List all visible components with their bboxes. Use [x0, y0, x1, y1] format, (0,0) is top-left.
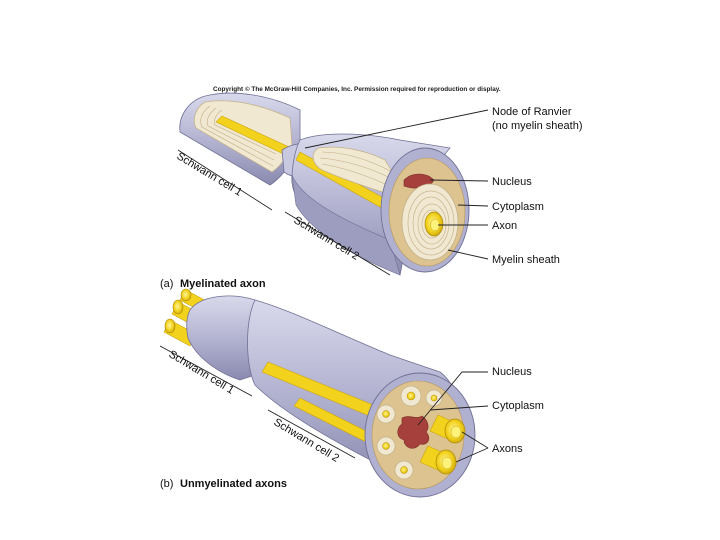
label-myelin-sheath: Myelin sheath	[492, 254, 560, 266]
label-axons-b: Axons	[492, 443, 523, 455]
label-cytoplasm-b: Cytoplasm	[492, 400, 544, 412]
caption-title-b: Unmyelinated axons	[180, 478, 287, 490]
label-nucleus-b: Nucleus	[492, 366, 532, 378]
caption-title-a: Myelinated axon	[180, 278, 266, 290]
caption-letter-a: (a)	[160, 278, 173, 290]
cytoplasm-leader-b	[429, 405, 489, 411]
schwann-cell-2-lower	[291, 174, 401, 276]
label-node-of-ranvier: Node of Ranvier	[492, 106, 572, 118]
schwann-cell-1-span-line-b	[159, 345, 253, 397]
schwann-cell-2-span-line-b	[267, 409, 356, 459]
unmyelinated-axons-illustration: Schwann cell 1 Schwann cell 2 Nucleus Cy…	[159, 288, 544, 498]
nucleus-b	[397, 415, 430, 449]
nucleus-leader-a	[429, 179, 489, 182]
label-node-of-ranvier-note: (no myelin sheath)	[492, 120, 583, 132]
nucleus-leader-b	[417, 371, 488, 426]
schwann-cell-2-span-line	[284, 211, 391, 276]
label-axon-a: Axon	[492, 220, 517, 232]
caption-letter-b: (b)	[160, 478, 173, 490]
schwann-cell-1-span-line	[177, 149, 273, 211]
myelin-rings-cell-1	[200, 105, 277, 167]
label-nucleus-a: Nucleus	[492, 176, 532, 188]
cytoplasm-leader-a	[457, 204, 489, 207]
front-axon-ends	[419, 414, 466, 475]
node-of-ranvier-leader	[304, 109, 489, 149]
axons-leader-b2	[455, 447, 489, 463]
myelin-leader-a	[447, 249, 489, 260]
copyright-notice: Copyright © The McGraw-Hill Companies, I…	[213, 85, 501, 93]
small-axon-cross-sections-b	[382, 391, 438, 474]
axons-leader-b1	[461, 431, 489, 449]
label-cytoplasm-a: Cytoplasm	[492, 201, 544, 213]
myelinated-axon-illustration: Schwann cell 1 Schwann cell 2 Node of Ra…	[160, 92, 583, 290]
